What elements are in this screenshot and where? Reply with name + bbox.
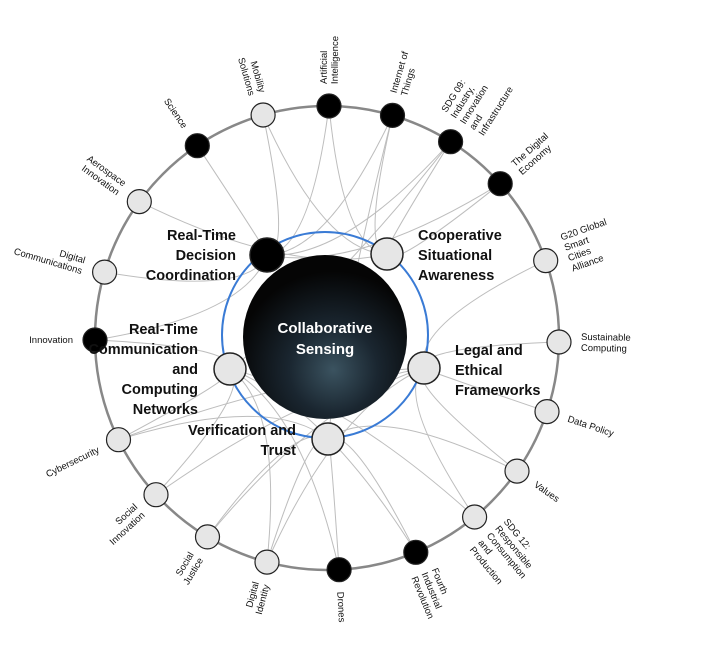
outer-node-cyber[interactable]: Cybersecurity bbox=[44, 428, 130, 480]
outer-node-circle[interactable] bbox=[505, 459, 529, 483]
outer-node-drones[interactable]: Drones bbox=[327, 558, 351, 623]
outer-node-circle[interactable] bbox=[144, 483, 168, 507]
inner-node-circle[interactable] bbox=[408, 352, 440, 384]
outer-node-label: DigitalIdentity bbox=[243, 580, 272, 616]
outer-node-label: Drones bbox=[334, 591, 347, 622]
outer-node-label: Innovation bbox=[29, 335, 73, 346]
link-rtdc-mobility bbox=[263, 115, 278, 255]
outer-node-label: ArtificialIntelligence bbox=[319, 36, 341, 84]
outer-node-circle[interactable] bbox=[535, 400, 559, 424]
outer-node-label: G20 GlobalSmartCitiesAlliance bbox=[559, 217, 619, 275]
outer-node-sustcomp[interactable]: SustainableComputing bbox=[547, 330, 631, 355]
outer-node-label: SustainableComputing bbox=[581, 332, 631, 355]
outer-node-circle[interactable] bbox=[127, 190, 151, 214]
outer-node-iot[interactable]: Internet ofThings bbox=[381, 50, 422, 127]
outer-node-ai[interactable]: ArtificialIntelligence bbox=[317, 36, 341, 118]
outer-node-label: SocialJustice bbox=[172, 550, 206, 587]
outer-node-circle[interactable] bbox=[196, 525, 220, 549]
outer-node-label: SDG 09:Industry,InnovationandInfrastruct… bbox=[440, 61, 516, 138]
outer-node-digcomm[interactable]: DigitalCommunications bbox=[12, 236, 116, 284]
outer-node-circle[interactable] bbox=[404, 540, 428, 564]
inner-node-circle[interactable] bbox=[250, 238, 284, 272]
outer-node-digid[interactable]: DigitalIdentity bbox=[243, 550, 279, 616]
outer-node-label: Internet ofThings bbox=[389, 50, 422, 98]
outer-node-sdg12[interactable]: SDG 12:ResponsibleConsumptionandProducti… bbox=[463, 505, 545, 595]
outer-node-aero[interactable]: AerospaceInnovation bbox=[78, 154, 151, 214]
outer-node-values[interactable]: Values bbox=[505, 459, 561, 505]
outer-node-label: DigitalCommunications bbox=[12, 236, 86, 277]
outer-node-circle[interactable] bbox=[463, 505, 487, 529]
outer-node-label: Science bbox=[161, 97, 189, 131]
outer-node-label: Data Policy bbox=[566, 414, 615, 440]
outer-node-circle[interactable] bbox=[251, 103, 275, 127]
outer-node-g20[interactable]: G20 GlobalSmartCitiesAlliance bbox=[534, 217, 620, 275]
outer-node-circle[interactable] bbox=[185, 134, 209, 158]
center-circle[interactable] bbox=[243, 255, 407, 419]
outer-node-label: SocialInnovation bbox=[100, 502, 147, 548]
link-vt-drones bbox=[328, 438, 339, 569]
outer-node-circle[interactable] bbox=[107, 428, 131, 452]
inner-node-circle[interactable] bbox=[312, 423, 344, 455]
outer-node-mobility[interactable]: MobilitySolutions bbox=[235, 53, 275, 127]
outer-node-circle[interactable] bbox=[255, 550, 279, 574]
outer-node-fourth[interactable]: FourthIndustrialRevolution bbox=[404, 540, 456, 620]
outer-node-sdg9[interactable]: SDG 09:Industry,InnovationandInfrastruct… bbox=[439, 61, 516, 153]
outer-node-circle[interactable] bbox=[439, 130, 463, 154]
link-csa-digeco bbox=[387, 184, 500, 257]
outer-node-circle[interactable] bbox=[547, 330, 571, 354]
link-vt-fourth bbox=[328, 437, 416, 552]
outer-node-circle[interactable] bbox=[381, 103, 405, 127]
outer-node-digeco[interactable]: The DigitalEconomy bbox=[488, 131, 558, 196]
outer-node-label: AerospaceInnovation bbox=[78, 154, 128, 198]
inner-node-circle[interactable] bbox=[214, 353, 246, 385]
outer-node-circle[interactable] bbox=[93, 260, 117, 284]
outer-node-circle[interactable] bbox=[317, 94, 341, 118]
outer-node-circle[interactable] bbox=[327, 558, 351, 582]
outer-node-socjus[interactable]: SocialJustice bbox=[172, 525, 220, 587]
outer-node-datapol[interactable]: Data Policy bbox=[535, 400, 615, 440]
outer-node-label: MobilitySolutions bbox=[235, 53, 267, 97]
outer-node-circle[interactable] bbox=[488, 172, 512, 196]
outer-node-label: The DigitalEconomy bbox=[510, 131, 559, 178]
outer-node-circle[interactable] bbox=[534, 249, 558, 273]
outer-node-socinn[interactable]: SocialInnovation bbox=[100, 483, 168, 548]
outer-node-label: FourthIndustrialRevolution bbox=[408, 567, 456, 621]
outer-node-science[interactable]: Science bbox=[161, 97, 209, 158]
outer-node-label: Values bbox=[532, 480, 562, 505]
inner-node-circle[interactable] bbox=[371, 238, 403, 270]
link-csa-iot bbox=[375, 115, 392, 254]
outer-node-label: Cybersecurity bbox=[44, 445, 101, 480]
